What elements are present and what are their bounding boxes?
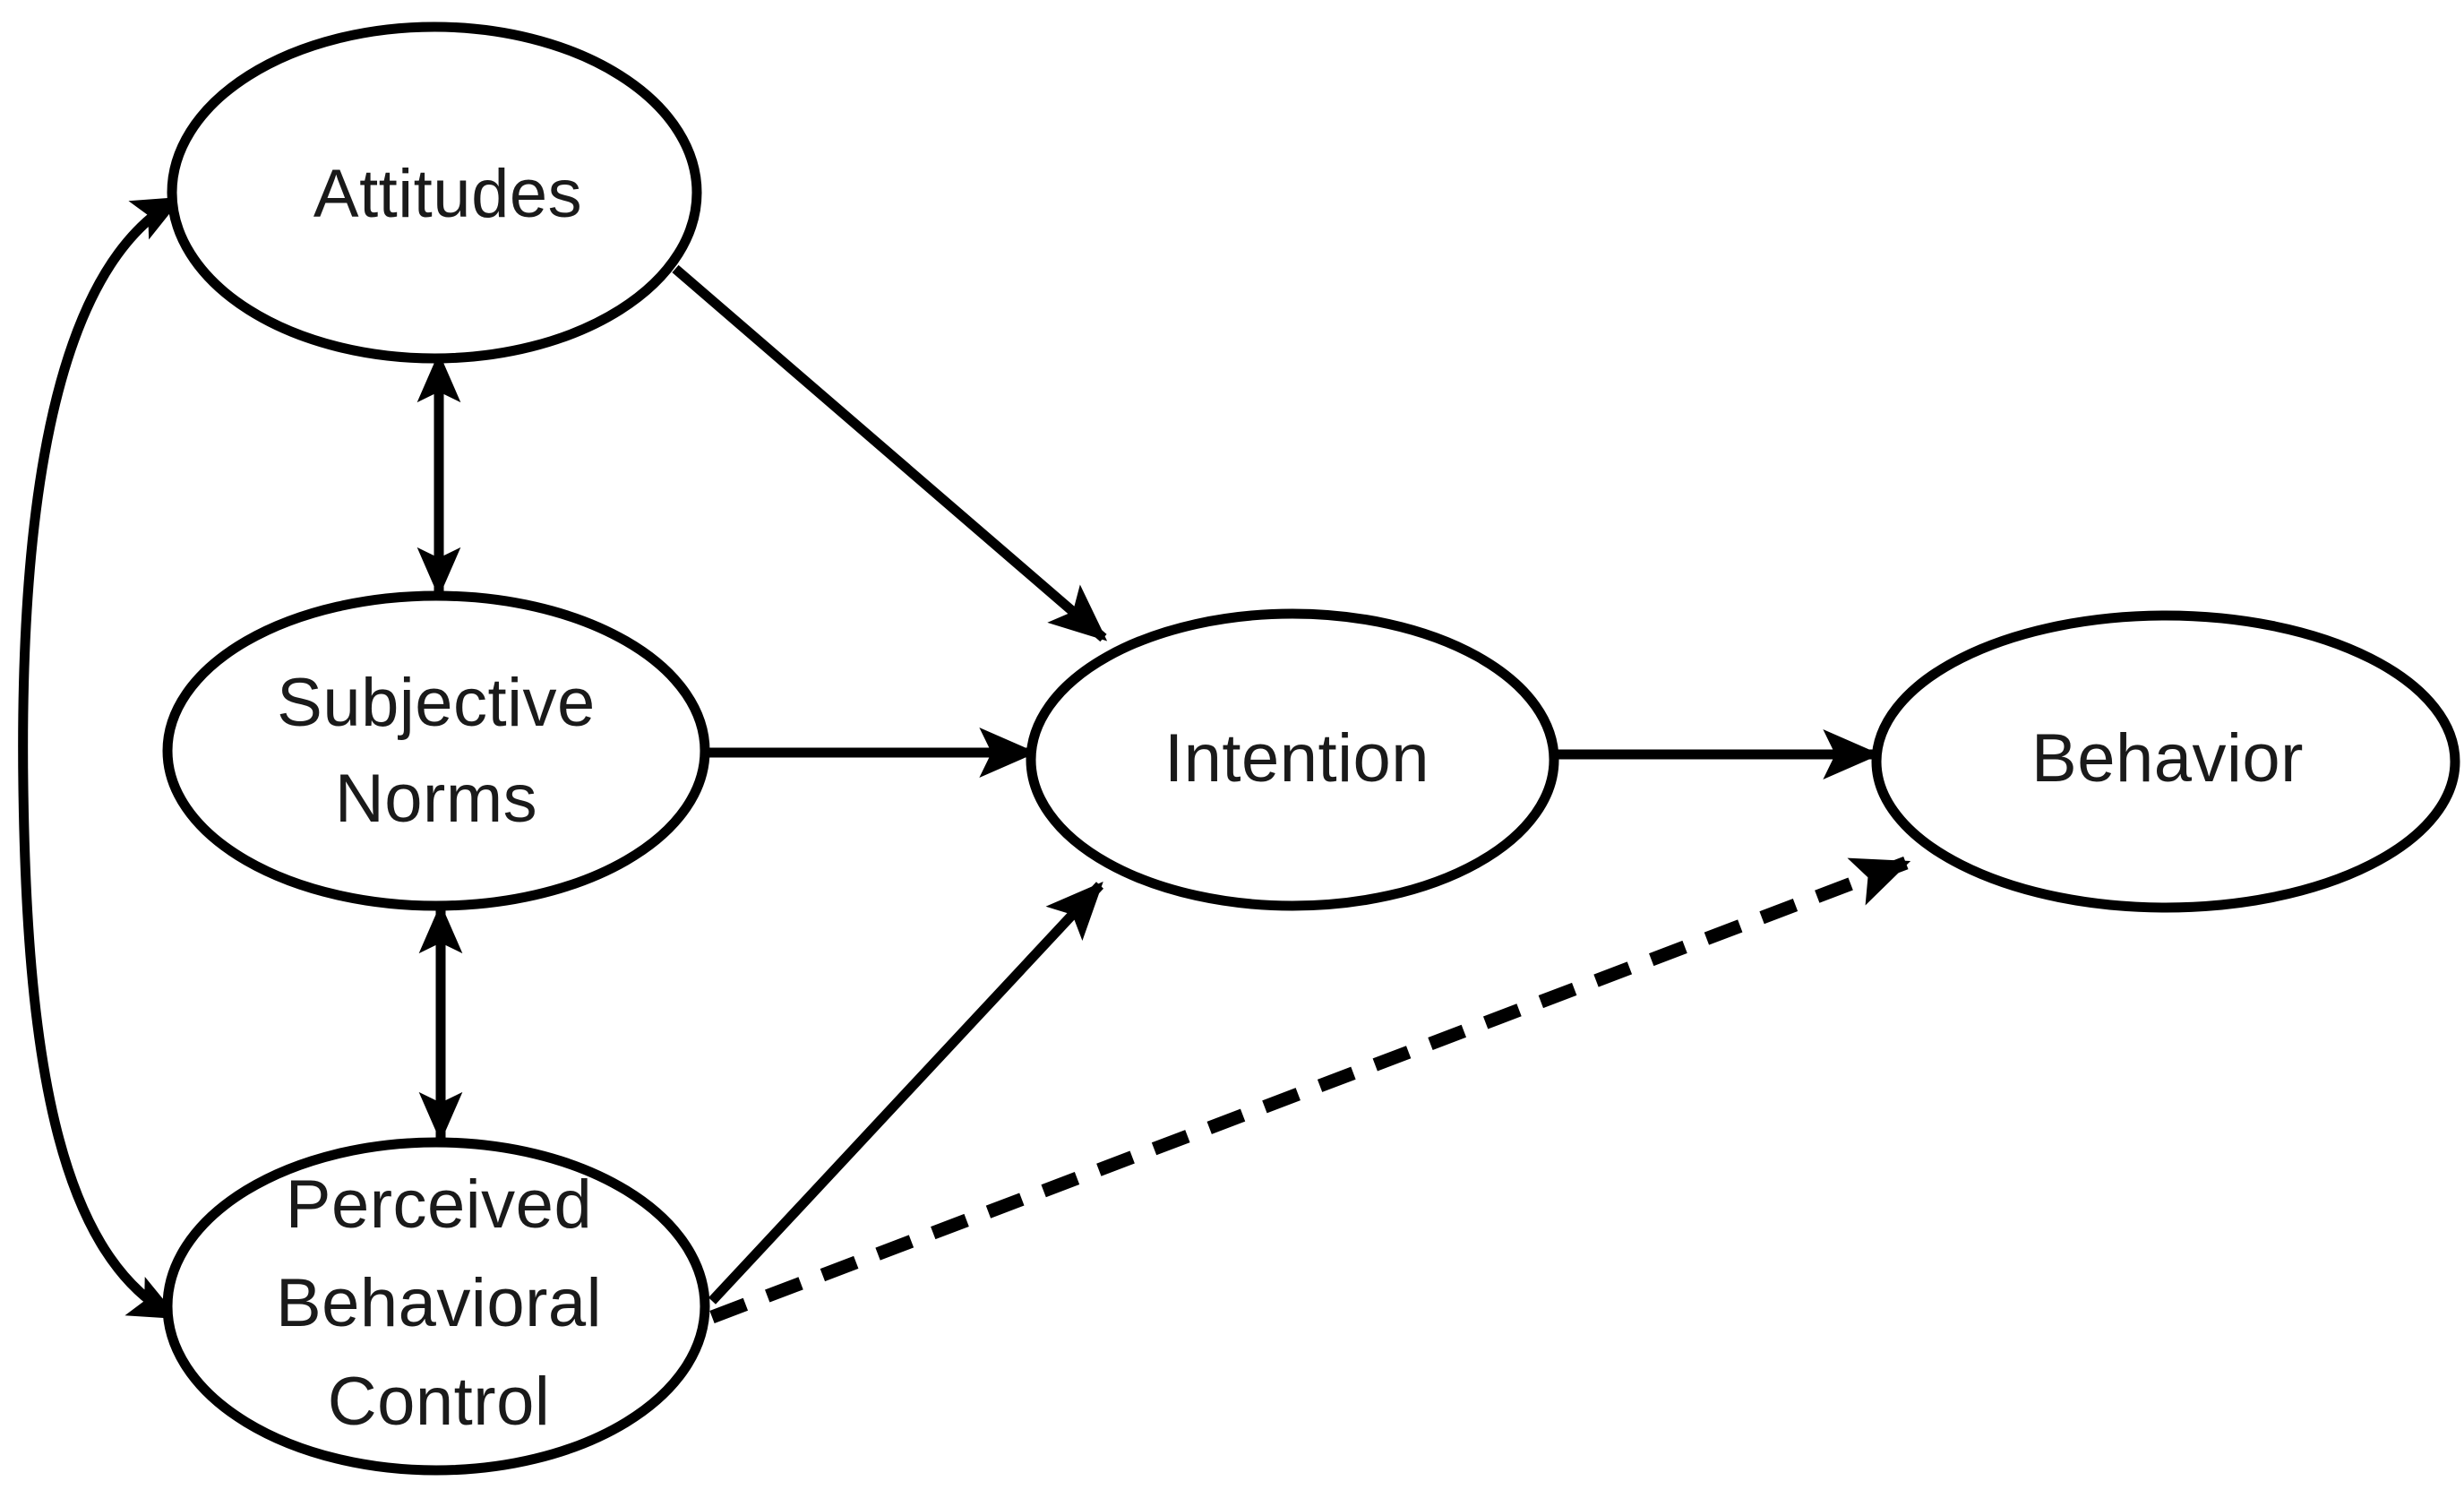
node-behavior-label: Behavior (2031, 720, 2304, 797)
node-layer: Attitudes Subjective Norms Perceived Beh… (162, 22, 2460, 1476)
node-perceived-behavioral-control-label-line2: Behavioral (276, 1265, 602, 1341)
node-behavior-shape[interactable] (1871, 610, 2460, 913)
node-perceived-behavioral-control-shape[interactable] (162, 1137, 710, 1476)
edge-attitudes-perceived-behavioral-control (18, 194, 184, 1322)
node-subjective-norms[interactable]: Subjective Norms (162, 590, 710, 911)
edge-layer: Behavior (dashed) --> (18, 194, 1911, 1324)
node-attitudes-label: Attitudes (313, 156, 582, 232)
node-intention-shape[interactable] (1026, 608, 1559, 911)
node-subjective-norms-label-line2: Norms (335, 761, 537, 837)
node-subjective-norms-label-line1: Subjective (277, 665, 596, 741)
node-intention-label: Intention (1164, 720, 1429, 797)
node-attitudes[interactable]: Attitudes (167, 22, 702, 364)
node-attitudes-shape[interactable] (167, 22, 702, 364)
edge-attitudes-to-intention (672, 264, 1108, 642)
edge-perceived-behavioral-control-to-intention (708, 882, 1104, 1305)
node-behavior[interactable]: Behavior (1871, 610, 2460, 913)
edge-perceived-behavioral-control-to-behavior (709, 856, 1911, 1324)
node-perceived-behavioral-control-label-line3: Control (328, 1364, 551, 1440)
node-perceived-behavioral-control-label-line1: Perceived (286, 1167, 592, 1243)
node-subjective-norms-shape[interactable] (162, 590, 710, 911)
node-intention[interactable]: Intention (1026, 608, 1559, 911)
node-perceived-behavioral-control[interactable]: Perceived Behavioral Control (162, 1137, 710, 1476)
